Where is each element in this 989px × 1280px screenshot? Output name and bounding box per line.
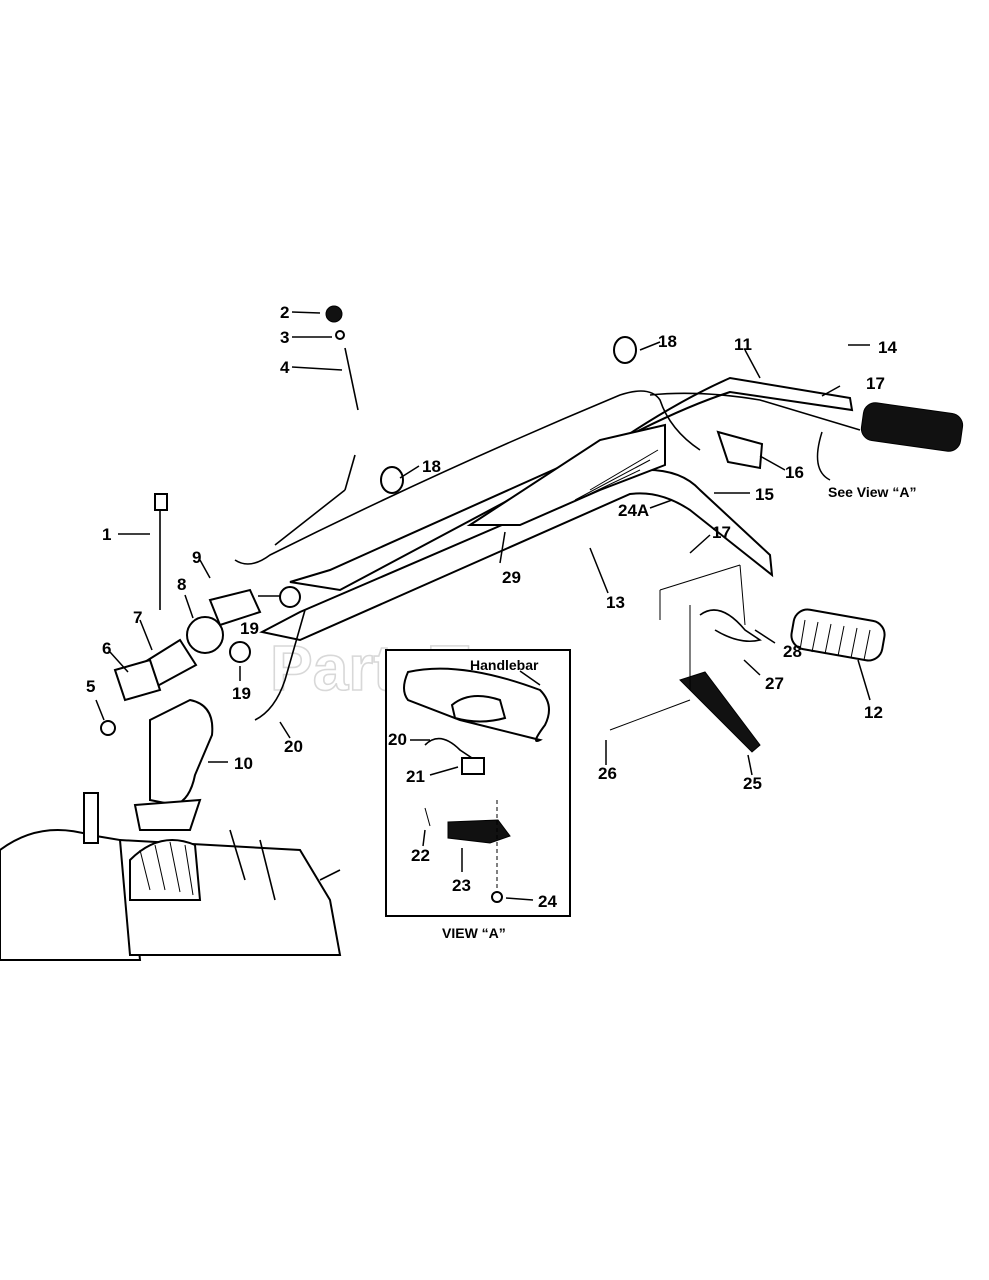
callout-13: 13: [606, 593, 625, 612]
callout-5: 5: [86, 677, 95, 696]
leader-lines: [95, 311, 871, 901]
callout-6: 6: [102, 639, 111, 658]
callout-18-upper: 18: [658, 332, 677, 351]
callout-22: 22: [411, 846, 430, 865]
control-lever: [609, 564, 762, 753]
callout-12: 12: [864, 703, 883, 722]
handlebar-upper: [234, 376, 964, 662]
callout-19-upper: 19: [240, 619, 259, 638]
clips: [380, 336, 764, 494]
callout-24a: 24A: [618, 501, 649, 520]
callout-17-lower: 17: [712, 523, 731, 542]
tiller-base: [0, 792, 342, 961]
callout-16: 16: [785, 463, 804, 482]
callout-1: 1: [102, 525, 111, 544]
callout-23: 23: [452, 876, 471, 895]
callout-28: 28: [783, 642, 802, 661]
callout-20: 20: [284, 737, 303, 756]
callout-20-view-a: 20: [388, 730, 407, 749]
handlebar-label: Handlebar: [470, 657, 539, 673]
callout-7: 7: [133, 608, 142, 627]
view-a-inset: [385, 649, 571, 917]
housing-10: [133, 698, 214, 831]
see-view-a-label: See View “A”: [828, 484, 916, 500]
callout-29: 29: [502, 568, 521, 587]
callout-24: 24: [538, 892, 557, 911]
callout-21: 21: [406, 767, 425, 786]
callout-26: 26: [598, 764, 617, 783]
grip-upper: [860, 402, 964, 452]
callout-25: 25: [743, 774, 762, 793]
callout-2: 2: [280, 303, 289, 322]
callout-numbers: 1 2 3 4 5 6 7 8 9 10 11 12 13 14 15 16 1…: [86, 303, 897, 911]
callout-27: 27: [765, 674, 784, 693]
callout-18-lower: 18: [422, 457, 441, 476]
knob: [325, 305, 343, 323]
callout-3: 3: [280, 328, 289, 347]
callout-17-upper: 17: [866, 374, 885, 393]
callout-4: 4: [280, 358, 290, 377]
callout-11: 11: [734, 335, 752, 354]
view-a-label: VIEW “A”: [442, 925, 506, 941]
grip-lower: [790, 608, 886, 662]
callout-9: 9: [192, 548, 201, 567]
bolt-1: [154, 493, 168, 610]
callout-19-lower: 19: [232, 684, 251, 703]
shifter-rod: [274, 305, 359, 546]
callout-10: 10: [234, 754, 253, 773]
callout-15: 15: [755, 485, 774, 504]
callout-14: 14: [878, 338, 897, 357]
coupler-parts: [100, 586, 306, 736]
callout-8: 8: [177, 575, 186, 594]
